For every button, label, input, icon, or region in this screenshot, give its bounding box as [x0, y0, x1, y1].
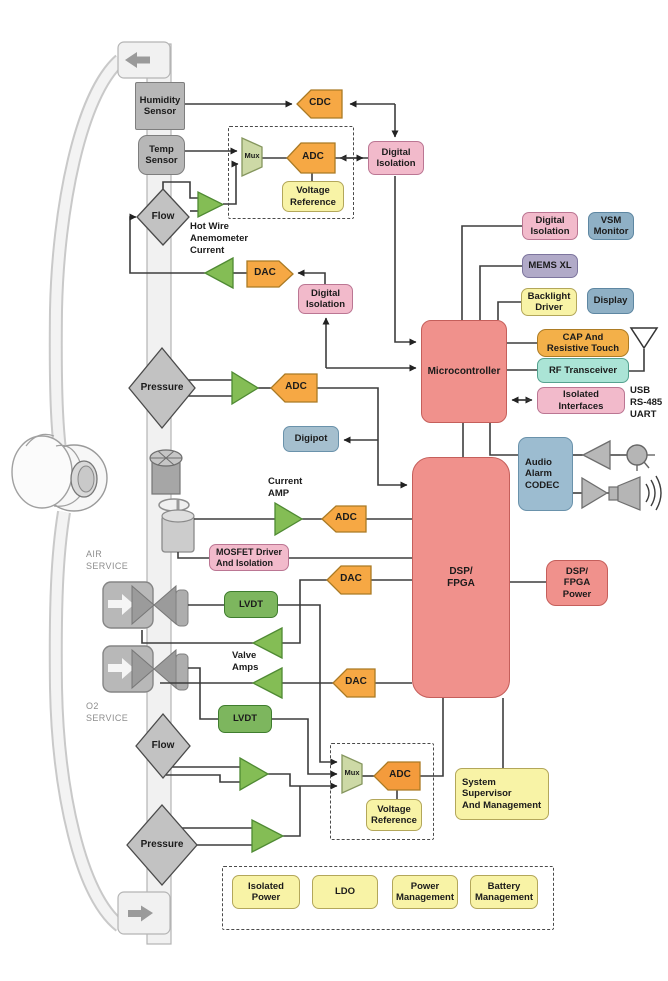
breathing-tube-upper — [48, 54, 125, 480]
mux-top-shape — [241, 136, 263, 178]
valve-amp1-icon — [251, 626, 283, 660]
microphone-icon — [620, 444, 655, 471]
dac-top-shape — [246, 260, 294, 288]
flow-bottom-diamond — [135, 712, 191, 780]
voltage-reference-bottom-box: Voltage Reference — [366, 799, 422, 831]
valve-amp2-icon — [251, 666, 283, 700]
mosfet-driver-box: MOSFET Driver And Isolation — [209, 544, 289, 571]
air-service-label: AIR SERVICE — [86, 549, 129, 572]
flow-bottom-amp-icon — [239, 756, 270, 792]
blower-fan-icon — [149, 449, 183, 495]
usb-uart-label: USB RS-485 UART — [630, 385, 663, 420]
speaker-icon — [608, 475, 662, 511]
dsp-fpga-box: DSP/ FPGA — [412, 457, 510, 698]
adc-current-shape — [321, 505, 367, 533]
acquisition-group-bottom — [330, 743, 434, 840]
power-group — [222, 866, 554, 930]
pressure-top-diamond — [128, 346, 196, 430]
patient-icon — [11, 433, 108, 512]
o2-valve-icon — [102, 645, 189, 693]
dac-low-shape — [332, 668, 376, 698]
antenna-icon — [629, 327, 659, 350]
flow-amp-icon — [197, 190, 225, 219]
digital-isolation-top-box: Digital Isolation — [368, 141, 424, 175]
flow-return-amp-icon — [203, 256, 234, 290]
hot-wire-annotation: Hot Wire Anemometer Current — [190, 221, 249, 256]
adc-pressure-shape — [270, 373, 318, 403]
digipot-box: Digipot — [283, 426, 339, 452]
lvdt-air-box: LVDT — [224, 591, 278, 618]
temp-sensor-box: Temp Sensor — [138, 135, 185, 175]
digital-isolation-mid-box: Digital Isolation — [298, 284, 353, 314]
current-amp-icon — [274, 501, 304, 537]
pump-motor-icon — [158, 498, 195, 553]
audio-amp2-icon — [581, 476, 609, 510]
digital-isolation-right-box: Digital Isolation — [522, 212, 578, 240]
o2-service-label: O2 SERVICE — [86, 701, 129, 724]
mux-bottom-shape — [341, 753, 363, 795]
audio-codec-box: Audio Alarm CODEC — [518, 437, 573, 511]
battery-management-box: Battery Management — [470, 875, 538, 909]
power-management-box: Power Management — [392, 875, 458, 909]
mems-xl-box: MEMS XL — [522, 254, 578, 278]
valve-amps-annotation: Valve Amps — [232, 650, 259, 673]
connection-wires — [129, 100, 645, 846]
pressure-bottom-amp-icon — [251, 818, 285, 854]
touch-controller-box: CAP And Resistive Touch — [537, 329, 629, 357]
air-valve-icon — [102, 581, 189, 629]
system-supervisor-box: System Supervisor And Management — [455, 768, 549, 820]
humidity-sensor-box: Humidity Sensor — [135, 82, 185, 130]
isolated-interfaces-box: Isolated Interfaces — [537, 387, 625, 414]
ldo-box: LDO — [312, 875, 378, 909]
acquisition-group-top — [228, 126, 354, 219]
adc-top-shape — [286, 142, 336, 174]
inhale-arrow-icon — [128, 905, 153, 922]
pressure-amp-icon — [231, 370, 260, 406]
backlight-driver-box: Backlight Driver — [521, 288, 577, 316]
display-box: Display — [587, 288, 634, 314]
rf-transceiver-box: RF Transceiver — [537, 358, 629, 383]
breathing-tube-lower — [48, 510, 125, 932]
pressure-bottom-diamond — [126, 804, 198, 886]
isolated-power-box: Isolated Power — [232, 875, 300, 909]
microcontroller-box: Microcontroller — [421, 320, 507, 423]
current-amp-annotation: Current AMP — [268, 476, 303, 499]
lvdt-o2-box: LVDT — [218, 705, 272, 733]
audio-amp1-icon — [581, 439, 611, 471]
adc-bottom-shape — [373, 761, 421, 791]
exhale-arrow-icon — [125, 52, 150, 68]
flow-top-diamond — [136, 188, 190, 246]
cdc-shape — [296, 89, 343, 119]
dsp-fpga-power-box: DSP/ FPGA Power — [546, 560, 608, 606]
signal-shapes — [126, 89, 611, 886]
voltage-reference-top-box: Voltage Reference — [282, 181, 344, 212]
vsm-monitor-box: VSM Monitor — [588, 212, 634, 240]
dac-mid-shape — [326, 565, 372, 595]
